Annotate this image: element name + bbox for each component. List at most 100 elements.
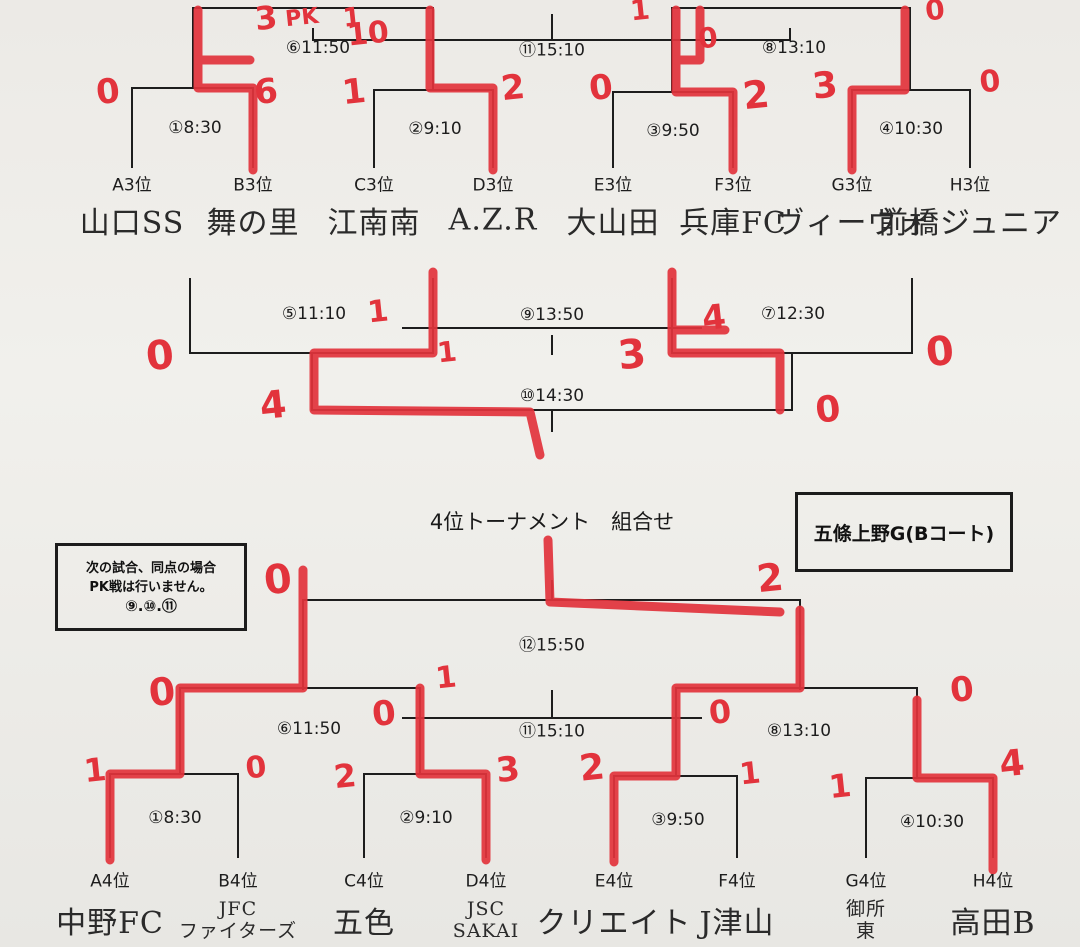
placement-score-7: 0	[923, 327, 957, 377]
top-team-4: A.Z.R	[448, 202, 538, 238]
bottom-score-1: 1	[81, 749, 109, 791]
bottom-match-3-time: ③9:50	[651, 810, 705, 830]
top-match-11-time: ⑪15:10	[519, 40, 585, 61]
top-score-3: 1	[340, 70, 368, 114]
bottom-seed-5: E4位	[594, 871, 634, 892]
top-match-3-time: ③9:50	[646, 121, 700, 141]
top-red-b3	[193, 5, 258, 175]
bottom-match-11-time: ⑪15:10	[519, 721, 585, 742]
bottom-score-2: 0	[243, 749, 269, 787]
top-score-5: 0	[587, 66, 615, 110]
top-team-1: 山口SS	[79, 206, 185, 241]
top-match-8-time: ⑧13:10	[761, 38, 827, 58]
bottom-red-final	[543, 535, 785, 617]
placement-score-8: 0	[813, 388, 843, 432]
page-title: 4位トーナメント 組合せ	[429, 510, 675, 534]
top-match-4-time: ④10:30	[878, 119, 944, 139]
top-seed-1: A3位	[112, 175, 152, 196]
match-10-time: ⑩14:30	[519, 386, 585, 406]
bottom-match-1-time: ①8:30	[148, 808, 202, 828]
top-score-8: 0	[977, 63, 1003, 101]
bottom-score-10: 0	[370, 692, 398, 736]
match-9-time: ⑨13:50	[519, 305, 585, 325]
bottom-red-h4	[912, 695, 998, 875]
bottom-team-8: 高田B	[950, 906, 1036, 941]
bottom-score-5: 2	[577, 746, 607, 790]
top-score-2: 6	[252, 70, 280, 114]
bottom-team-7: 御所 東	[845, 898, 887, 942]
top-match-1-time: ①8:30	[168, 118, 222, 138]
top-red-g3	[847, 5, 910, 175]
top-red-f3	[671, 5, 738, 175]
bottom-score-15: 2	[754, 554, 786, 602]
bottom-score-3: 2	[331, 755, 359, 797]
top-score-12: 1	[341, 2, 363, 34]
bottom-team-6: J津山	[699, 906, 775, 941]
top-score-14: 1	[628, 0, 652, 28]
top-score-9: 3	[252, 0, 280, 39]
bottom-seed-8: H4位	[972, 871, 1014, 892]
bottom-match-12-time: ⑫15:50	[519, 635, 585, 656]
top-team-2: 舞の里	[206, 206, 300, 241]
bottom-score-4: 3	[494, 748, 522, 792]
top-match-2-time: ②9:10	[408, 119, 462, 139]
top-score-7: 3	[810, 64, 840, 108]
bottom-seed-3: C4位	[344, 871, 384, 892]
top-seed-3: C3位	[354, 175, 394, 196]
bottom-score-8: 4	[997, 742, 1027, 786]
bottom-seed-7: G4位	[845, 871, 887, 892]
bottom-team-2: JFC ファイターズ	[178, 898, 298, 942]
bottom-match-2-time: ②9:10	[399, 808, 453, 828]
top-team-8: 前橋ジュニア	[878, 206, 1062, 241]
top-seed-2: B3位	[233, 175, 273, 196]
top-red-d3	[425, 5, 498, 175]
top-score-15: 0	[923, 0, 947, 28]
bottom-match-4-time: ④10:30	[899, 812, 965, 832]
bottom-score-9: 0	[146, 668, 178, 716]
bottom-team-5: クリエイト	[536, 906, 692, 941]
bottom-seed-1: A4位	[90, 871, 130, 892]
match-5-time: ⑤11:10	[281, 304, 347, 324]
placement-score-1: 0	[143, 331, 177, 381]
top-score-6: 2	[740, 71, 772, 119]
top-red-f3-advance	[671, 5, 705, 65]
bottom-seed-2: B4位	[218, 871, 258, 892]
bottom-match-8-time: ⑧13:10	[766, 721, 832, 741]
placement-score-2: 1	[365, 293, 391, 331]
top-match-6-time: ⑥11:50	[285, 38, 351, 58]
top-team-7: ヴィーヴォ	[774, 206, 930, 241]
bottom-score-6: 1	[737, 755, 763, 793]
top-team-3: 江南南	[327, 206, 421, 241]
bottom-seed-4: D4位	[465, 871, 507, 892]
bottom-team-4: JSC SAKAI	[452, 898, 520, 942]
bottom-seed-6: F4位	[718, 871, 756, 892]
top-score-13: 0	[696, 20, 720, 56]
bottom-match-6-time: ⑥11:50	[276, 719, 342, 739]
top-score-1: 0	[94, 70, 122, 114]
bottom-team-1: 中野FC	[56, 906, 164, 941]
pk-note-line-1: 次の試合、同点の場合	[85, 560, 216, 576]
bottom-score-14: 0	[261, 555, 295, 605]
top-seed-8: H3位	[949, 175, 991, 196]
placement-score-3: 1	[435, 334, 459, 370]
placement-score-5: 3	[615, 330, 649, 380]
top-team-6: 兵庫FC	[679, 206, 787, 241]
pk-note-line-2: PK戦は行いません。	[89, 579, 213, 595]
top-seed-4: D3位	[472, 175, 514, 196]
bottom-team-3: 五色	[333, 906, 395, 941]
top-seed-6: F3位	[714, 175, 752, 196]
pk-note: 次の試合、同点の場合 PK戦は行いません。 ⑨.⑩.⑪	[55, 543, 247, 631]
bottom-score-12: 0	[706, 691, 734, 733]
red-match-5-10	[309, 267, 545, 460]
top-seed-7: G3位	[831, 175, 873, 196]
pk-note-line-3: ⑨.⑩.⑪	[125, 596, 177, 615]
top-seed-5: E3位	[593, 175, 633, 196]
bottom-red-e4	[609, 605, 805, 867]
top-score-10: PK	[284, 3, 320, 33]
bottom-red-d4	[415, 683, 491, 865]
match-7-time: ⑦12:30	[760, 304, 826, 324]
placement-score-4: 4	[257, 381, 289, 429]
bottom-red-a4	[105, 565, 308, 865]
bottom-score-13: 0	[948, 668, 976, 712]
